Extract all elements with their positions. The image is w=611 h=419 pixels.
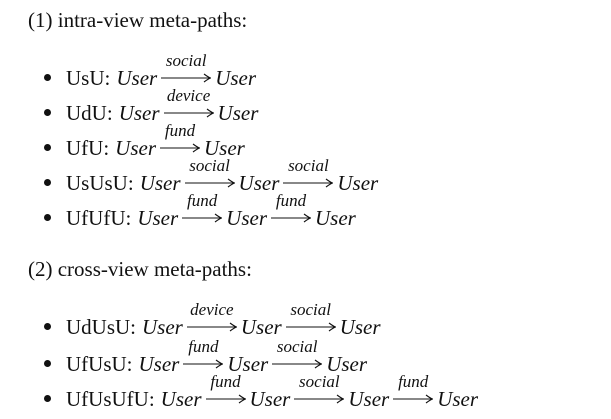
meta-path-colon: :	[127, 171, 134, 195]
relation-label: fund	[210, 372, 241, 391]
meta-path-colon: :	[130, 315, 137, 339]
right-arrow-icon	[272, 359, 323, 369]
meta-path-node: User	[437, 387, 479, 411]
meta-path-start-node: User	[137, 206, 179, 230]
relation-arrow: device	[163, 87, 214, 125]
right-arrow-icon	[283, 178, 334, 188]
right-arrow-icon	[184, 178, 235, 188]
meta-path-node: User	[204, 136, 245, 160]
meta-path-node: User	[315, 206, 356, 230]
section-title-cross-view: (2) cross-view meta-paths:	[28, 257, 252, 281]
relation-arrow: social	[294, 373, 345, 411]
relation-arrow: fund	[182, 192, 223, 230]
relation-arrow: device	[186, 301, 237, 339]
relation-label: social	[299, 372, 340, 391]
relation-label: social	[189, 156, 230, 175]
relation-label: social	[276, 337, 318, 356]
meta-path-node: User	[227, 352, 269, 376]
relation-label: fund	[164, 121, 196, 140]
bullet-dot-icon	[44, 74, 51, 81]
relation-label: fund	[188, 337, 219, 356]
relation-label: social	[165, 51, 207, 70]
right-arrow-icon	[183, 359, 224, 369]
bullet-dot-icon	[44, 323, 51, 330]
relation-arrow: social	[184, 157, 235, 195]
meta-path-start-node: User	[138, 352, 180, 376]
meta-path-node: User	[226, 206, 268, 230]
relation-arrow: fund	[183, 338, 224, 376]
relation-arrow: fund	[205, 373, 246, 411]
bullet-dot-icon	[44, 144, 51, 151]
meta-path-code: UfUfU	[66, 206, 126, 230]
meta-path-colon: :	[106, 101, 113, 125]
meta-path-node: User	[337, 171, 379, 195]
meta-path-start-node: User	[142, 315, 183, 339]
relation-arrow: fund	[271, 192, 312, 230]
meta-path-start-node: User	[115, 136, 157, 160]
relation-label: device	[166, 86, 211, 105]
meta-path-colon: :	[125, 206, 132, 230]
bullet-dot-icon	[44, 179, 51, 186]
meta-path-code: UdU	[66, 101, 107, 125]
right-arrow-icon	[205, 394, 246, 404]
bullet-dot-icon	[44, 395, 51, 402]
relation-label: social	[288, 156, 329, 175]
meta-path-code: UsU	[66, 66, 105, 90]
meta-path-node: User	[238, 171, 280, 195]
relation-arrow: social	[161, 52, 212, 90]
right-arrow-icon	[163, 108, 214, 118]
meta-path-colon: :	[148, 387, 155, 411]
meta-path-code: UfU	[66, 136, 104, 160]
right-arrow-icon	[294, 394, 345, 404]
relation-arrow: social	[272, 338, 323, 376]
meta-path-start-node: User	[116, 66, 158, 90]
relation-label: fund	[398, 372, 429, 391]
meta-path-colon: :	[103, 136, 110, 160]
meta-path-node: User	[326, 352, 368, 376]
right-arrow-icon	[186, 322, 237, 332]
meta-path-node: User	[240, 315, 282, 339]
meta-path-colon: :	[104, 66, 111, 90]
relation-label: fund	[187, 191, 218, 210]
right-arrow-icon	[285, 322, 336, 332]
relation-arrow: fund	[160, 122, 201, 160]
right-arrow-icon	[393, 394, 434, 404]
meta-path-node: User	[249, 387, 291, 411]
meta-path-colon: :	[126, 352, 133, 376]
meta-path-node: User	[215, 66, 257, 90]
relation-label: fund	[275, 191, 307, 210]
section-title-intra-view: (1) intra-view meta-paths:	[28, 8, 248, 32]
meta-path-start-node: User	[160, 387, 202, 411]
relation-label: device	[190, 300, 234, 319]
bullet-dot-icon	[44, 109, 51, 116]
meta-path-code: UfUsUfU	[66, 387, 149, 411]
relation-arrow: fund	[393, 373, 434, 411]
meta-path-code: UfUsU	[66, 352, 127, 376]
relation-arrow: social	[283, 157, 334, 195]
meta-path-code: UdUsU	[66, 315, 131, 339]
meta-path-node: User	[217, 101, 259, 125]
meta-path-start-node: User	[139, 171, 181, 195]
bullet-dot-icon	[44, 360, 51, 367]
right-arrow-icon	[271, 213, 312, 223]
meta-path-node: User	[348, 387, 390, 411]
right-arrow-icon	[161, 73, 212, 83]
relation-label: social	[290, 300, 331, 319]
meta-path-node: User	[339, 315, 381, 339]
bullet-dot-icon	[44, 214, 51, 221]
right-arrow-icon	[182, 213, 223, 223]
meta-path-code: UsUsU	[66, 171, 128, 195]
right-arrow-icon	[160, 143, 201, 153]
meta-path-start-node: User	[118, 101, 160, 125]
relation-arrow: social	[285, 301, 336, 339]
